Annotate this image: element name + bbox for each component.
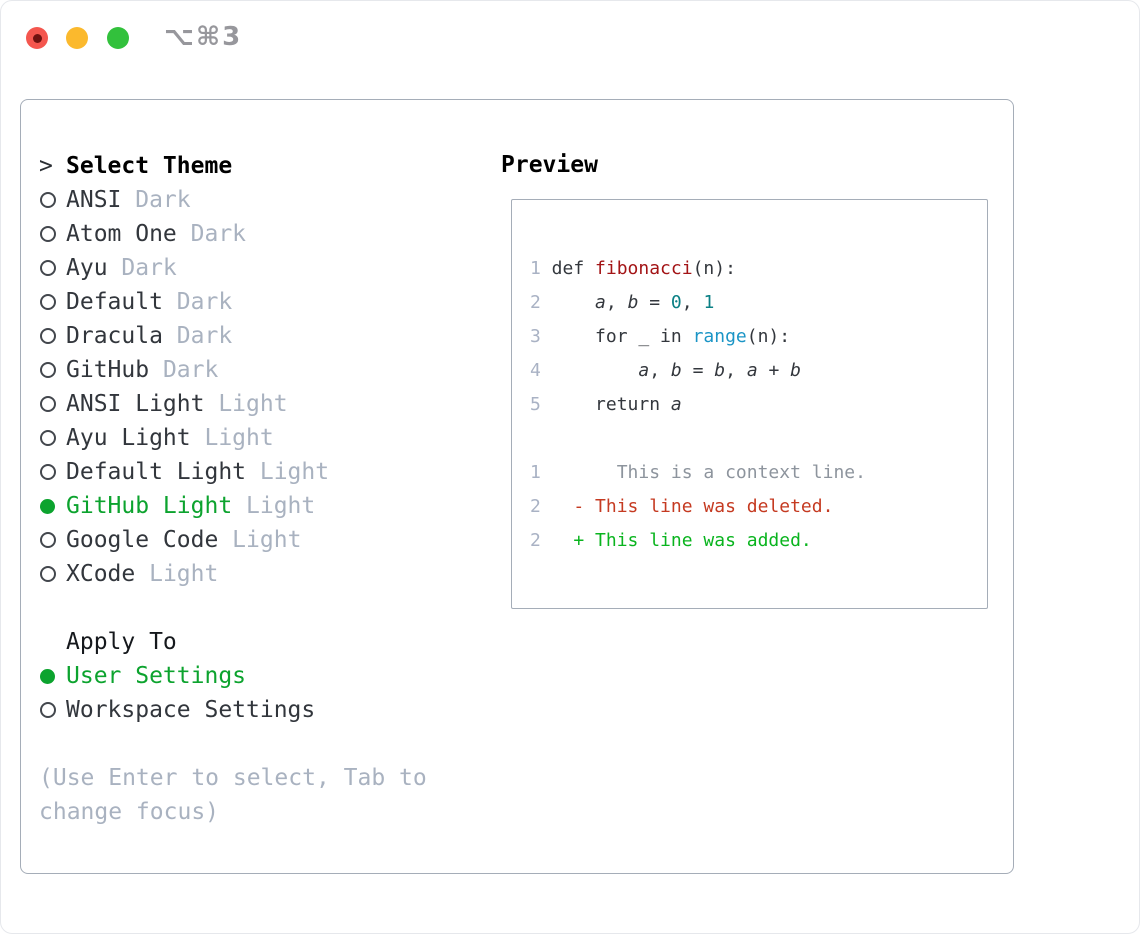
code-line: 1 This is a context line. [530, 462, 866, 483]
close-active-dot-icon [32, 33, 42, 43]
theme-option-xcode[interactable]: XCode Light [39, 557, 479, 591]
code-line: 5 return a [530, 394, 682, 415]
radio-icon [39, 192, 66, 208]
variant-tag: Dark [121, 187, 191, 213]
option-label: Default [66, 289, 163, 315]
radio-icon [39, 226, 66, 242]
preview-heading: Preview [501, 152, 598, 178]
option-label: User Settings [66, 663, 247, 689]
option-label: Default Light [66, 459, 247, 485]
code-line: 2 a, b = 0, 1 [530, 292, 715, 313]
radio-icon [39, 532, 66, 548]
variant-tag: Light [204, 391, 288, 417]
radio-selected-icon [39, 498, 66, 514]
code-line: 1 def fibonacci(n): [530, 258, 736, 279]
variant-tag: Light [190, 425, 274, 451]
variant-tag: Dark [162, 289, 233, 315]
theme-option-github[interactable]: GitHub Dark [39, 353, 479, 387]
theme-option-dracula[interactable]: Dracula Dark [39, 319, 479, 353]
apply-to-heading-row: Apply To [39, 625, 479, 659]
variant-tag: Dark [107, 255, 177, 281]
apply-to-heading: Apply To [66, 629, 177, 655]
theme-option-ansi[interactable]: ANSI Dark [39, 183, 479, 217]
option-label: Ayu Light [66, 425, 191, 451]
radio-selected-icon [39, 668, 66, 684]
window-title: ⌥⌘3 [164, 22, 243, 52]
help-text-line2: change focus) [39, 799, 220, 825]
theme-option-ayu-light[interactable]: Ayu Light Light [39, 421, 479, 455]
code-line: 4 a, b = b, a + b [530, 360, 802, 381]
theme-option-ansi-light[interactable]: ANSI Light Light [39, 387, 479, 421]
variant-tag: Dark [149, 357, 219, 383]
theme-option-ayu[interactable]: Ayu Dark [39, 251, 479, 285]
select-theme-heading-row: > Select Theme [39, 149, 479, 183]
theme-option-google-code[interactable]: Google Code Light [39, 523, 479, 557]
radio-icon [39, 396, 66, 412]
select-theme-heading: Select Theme [66, 153, 233, 179]
spacer-row [39, 591, 479, 625]
radio-icon [39, 702, 66, 718]
code-preview: 1 def fibonacci(n): 2 a, b = 0, 1 3 for _ … [530, 252, 866, 558]
option-label: GitHub Light [66, 493, 233, 519]
option-label: GitHub [66, 357, 150, 383]
help-text-line1: (Use Enter to select, Tab to [39, 765, 427, 791]
code-line [530, 422, 866, 456]
option-label: Workspace Settings [66, 697, 316, 723]
option-label: ANSI [66, 187, 122, 213]
radio-icon [39, 260, 66, 276]
variant-tag: Light [246, 459, 330, 485]
traffic-light-close-button[interactable] [26, 27, 48, 49]
theme-option-default-light[interactable]: Default Light Light [39, 455, 479, 489]
window-titlebar: ⌥⌘3 [1, 1, 1139, 98]
theme-option-atom-one[interactable]: Atom One Dark [39, 217, 479, 251]
radio-icon [39, 294, 66, 310]
option-label: Google Code [66, 527, 219, 553]
variant-tag: Light [218, 527, 302, 553]
traffic-light-minimize-button[interactable] [66, 27, 88, 49]
prompt-caret-icon: > [39, 153, 53, 179]
traffic-light-maximize-button[interactable] [107, 27, 129, 49]
apply-option-user-settings[interactable]: User Settings [39, 659, 479, 693]
code-line: 3 for _ in range(n): [530, 326, 791, 347]
option-label: Atom One [66, 221, 177, 247]
apply-option-workspace-settings[interactable]: Workspace Settings [39, 693, 479, 727]
code-line: 2 - This line was deleted. [530, 496, 834, 517]
theme-option-github-light[interactable]: GitHub Light Light [39, 489, 479, 523]
code-line: 2 + This line was added. [530, 530, 812, 551]
preview-pane: 1 def fibonacci(n): 2 a, b = 0, 1 3 for _ … [511, 199, 988, 609]
variant-tag: Light [232, 493, 316, 519]
radio-icon [39, 430, 66, 446]
radio-icon [39, 464, 66, 480]
option-label: Dracula [66, 323, 163, 349]
option-label: ANSI Light [66, 391, 205, 417]
radio-icon [39, 566, 66, 582]
variant-tag: Light [135, 561, 219, 587]
radio-icon [39, 362, 66, 378]
option-label: XCode [66, 561, 136, 587]
variant-tag: Dark [162, 323, 233, 349]
theme-option-default[interactable]: Default Dark [39, 285, 479, 319]
radio-icon [39, 328, 66, 344]
spacer-row [39, 727, 479, 761]
variant-tag: Dark [176, 221, 247, 247]
option-label: Ayu [66, 255, 108, 281]
